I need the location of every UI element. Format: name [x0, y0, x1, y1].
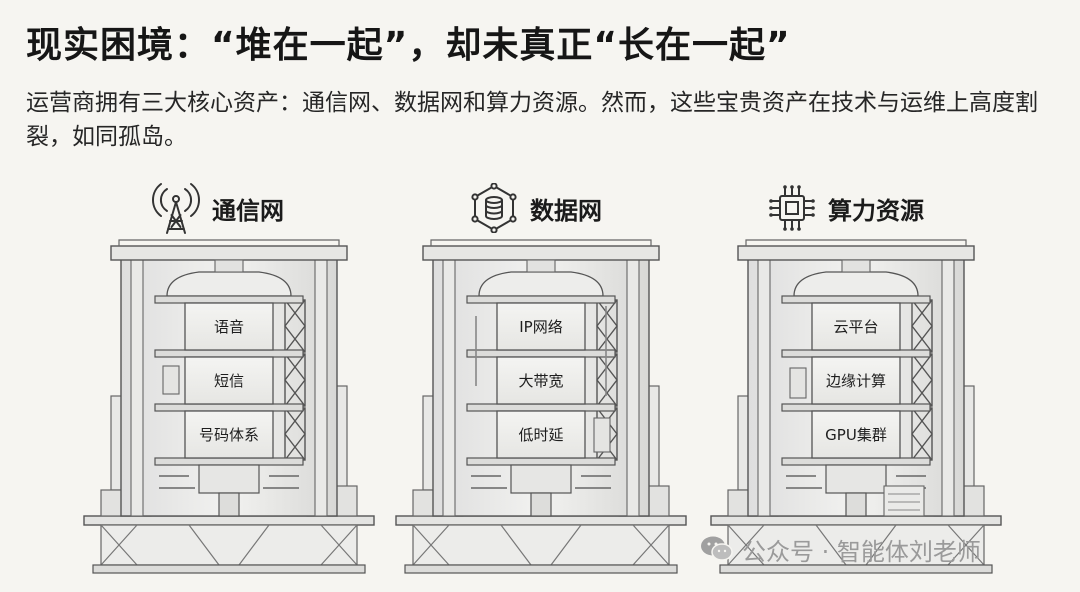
- side-panel: [789, 367, 807, 399]
- layer-label: 大带宽: [518, 372, 563, 390]
- silo-towers-illustration: 语音 短信 号码体系 IP网络 大带宽 低时延 云平台 边缘计算 GPU集群: [0, 236, 1080, 592]
- layer-label: IP网络: [519, 318, 562, 336]
- radio-tower-icon: [152, 183, 200, 234]
- side-panel: [162, 365, 180, 395]
- server-rack: [883, 485, 925, 517]
- watermark-text: 公众号 · 智能体刘老师: [742, 537, 981, 566]
- column-title: 数据网: [530, 196, 602, 225]
- layer-label: 云平台: [833, 318, 878, 336]
- layer-label: 号码体系: [199, 426, 259, 444]
- cpu-chip-icon: [769, 185, 815, 231]
- column-title: 通信网: [212, 196, 284, 225]
- page-title: 现实困境：“堆在一起”，却未真正“长在一起”: [26, 25, 791, 66]
- tower-compute: 云平台 边缘计算 GPU集群: [711, 240, 1001, 573]
- watermark: 公众号 · 智能体刘老师: [700, 532, 981, 566]
- column-header-compute: 算力资源: [768, 180, 924, 236]
- layer-label: 边缘计算: [826, 372, 886, 390]
- layer-label: GPU集群: [825, 426, 887, 444]
- column-header-data: 数据网: [470, 180, 602, 236]
- layer-label: 语音: [214, 318, 244, 336]
- wechat-icon: [701, 536, 733, 561]
- page-subtitle: 运营商拥有三大核心资产：通信网、数据网和算力资源。然而，这些宝贵资产在技术与运维…: [26, 90, 1038, 150]
- side-panel: [593, 417, 611, 453]
- column-title: 算力资源: [828, 196, 924, 225]
- tower-data: IP网络 大带宽 低时延: [396, 240, 686, 573]
- column-header-telecom: 通信网: [152, 180, 284, 236]
- tower-telecom: 语音 短信 号码体系: [84, 240, 374, 573]
- database-network-icon: [471, 183, 517, 233]
- layer-label: 低时延: [518, 426, 563, 444]
- layer-label: 短信: [214, 372, 244, 390]
